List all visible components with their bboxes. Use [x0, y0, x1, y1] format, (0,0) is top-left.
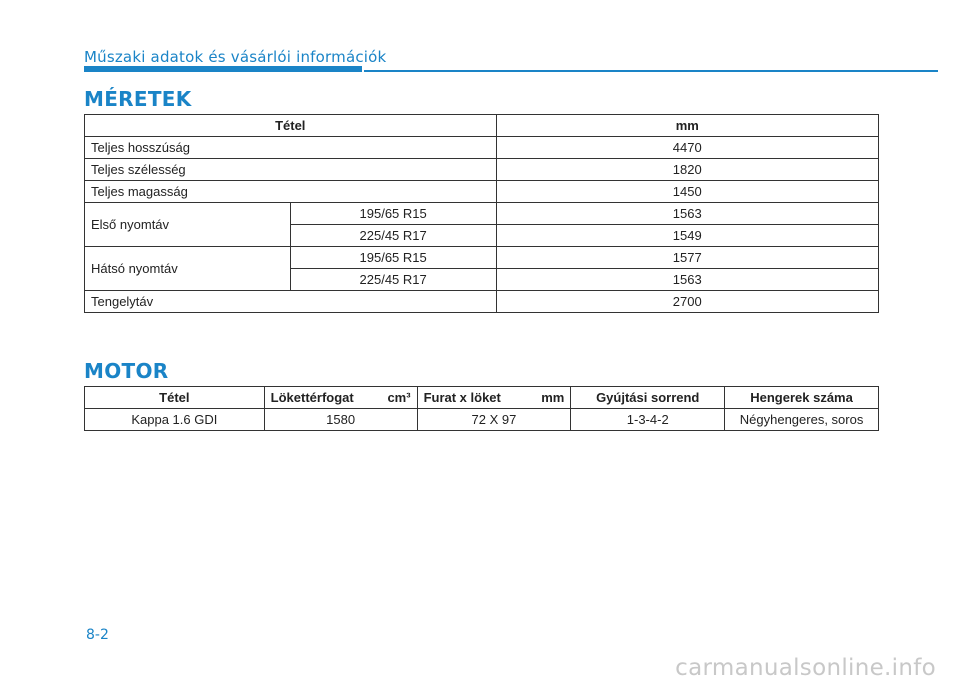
displacement-unit: cm³ — [387, 390, 411, 405]
cylinders-value: Négyhengeres, soros — [724, 408, 879, 431]
column-header-item: Tétel — [84, 386, 265, 409]
column-header-mm: mm — [495, 114, 880, 137]
table-header-row: Tétel mm — [84, 114, 880, 137]
row-label-rear-track: Hátsó nyomtáv — [84, 246, 291, 291]
chapter-underline — [84, 66, 362, 72]
column-header-cylinders: Hengerek száma — [724, 386, 879, 409]
tire-size: 225/45 R17 — [289, 268, 497, 291]
firing-order-value: 1-3-4-2 — [570, 408, 726, 431]
row-value-width: 1820 — [495, 158, 880, 181]
motor-table: Tétel Lökettérfogat cm³ Furat x löket mm… — [84, 386, 879, 431]
row-value: 1549 — [495, 224, 880, 247]
table-row: Teljes hosszúság 4470 — [84, 136, 880, 159]
table-row: Első nyomtáv 195/65 R15 1563 — [84, 202, 880, 247]
dimensions-section-title: MÉRETEK — [84, 87, 192, 111]
displacement-value: 1580 — [263, 408, 418, 431]
bore-stroke-value: 72 X 97 — [416, 408, 572, 431]
bore-stroke-label: Furat x löket — [423, 390, 501, 405]
dimensions-table: Tétel mm Teljes hosszúság 4470 Teljes sz… — [84, 114, 880, 313]
row-value: 1563 — [495, 202, 880, 225]
row-value-height: 1450 — [495, 180, 880, 203]
row-label-wheelbase: Tengelytáv — [84, 290, 497, 313]
chapter-title: Műszaki adatok és vásárlói információk — [84, 48, 387, 66]
row-label-height: Teljes magasság — [84, 180, 497, 203]
row-label-front-track: Első nyomtáv — [84, 202, 291, 247]
row-value: 1563 — [495, 268, 880, 291]
table-row: Tengelytáv 2700 — [84, 290, 880, 313]
row-value-wheelbase: 2700 — [495, 290, 880, 313]
column-header-displacement: Lökettérfogat cm³ — [263, 386, 418, 409]
displacement-label: Lökettérfogat — [270, 390, 354, 405]
table-row: Teljes magasság 1450 — [84, 180, 880, 203]
row-value: 1577 — [495, 246, 880, 269]
row-label-width: Teljes szélesség — [84, 158, 497, 181]
table-row: Hátsó nyomtáv 195/65 R15 1577 — [84, 246, 880, 291]
tire-size: 195/65 R15 — [289, 202, 497, 225]
table-header-row: Tétel Lökettérfogat cm³ Furat x löket mm… — [84, 386, 879, 409]
engine-name: Kappa 1.6 GDI — [84, 408, 265, 431]
page-number: 8-2 — [86, 627, 109, 643]
column-header-item: Tétel — [84, 114, 497, 137]
tire-size: 195/65 R15 — [289, 246, 497, 269]
table-row: Teljes szélesség 1820 — [84, 158, 880, 181]
column-header-bore-stroke: Furat x löket mm — [416, 386, 572, 409]
tire-size: 225/45 R17 — [289, 224, 497, 247]
table-row: Kappa 1.6 GDI 1580 72 X 97 1-3-4-2 Négyh… — [84, 408, 879, 431]
row-label-length: Teljes hosszúság — [84, 136, 497, 159]
chapter-rule — [364, 70, 938, 72]
motor-section-title: MOTOR — [84, 359, 169, 383]
bore-stroke-unit: mm — [541, 390, 565, 405]
row-value-length: 4470 — [495, 136, 880, 159]
watermark: carmanualsonline.info — [675, 655, 936, 681]
column-header-firing-order: Gyújtási sorrend — [570, 386, 726, 409]
